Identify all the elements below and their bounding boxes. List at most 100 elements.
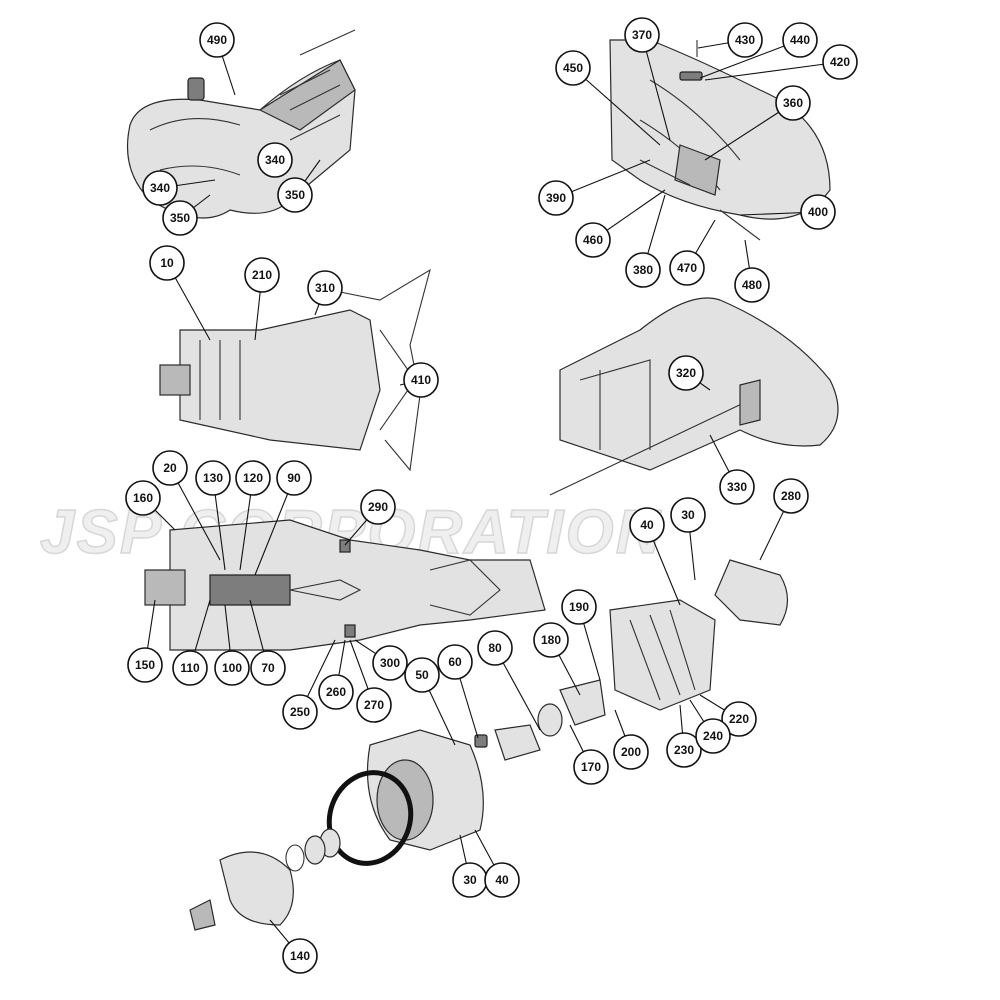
callout-number: 350 <box>170 211 190 225</box>
callout-number: 360 <box>783 96 803 110</box>
callout-270: 270 <box>356 687 392 723</box>
callout-190: 190 <box>561 589 597 625</box>
callout-160: 160 <box>125 480 161 516</box>
callout-number: 410 <box>411 373 431 387</box>
callout-number: 340 <box>150 181 170 195</box>
callout-number: 40 <box>495 873 509 887</box>
callout-220: 220 <box>721 701 757 737</box>
callout-number: 280 <box>781 489 801 503</box>
callout-410: 410 <box>403 362 439 398</box>
callout-330: 330 <box>719 469 755 505</box>
callout-number: 110 <box>180 661 200 675</box>
callout-310: 310 <box>307 270 343 306</box>
callout-210: 210 <box>244 257 280 293</box>
callout-labels: 490 340 340 350 350 10 210 310 410 20 130 120 90 160 2… <box>125 17 858 974</box>
callout-360: 360 <box>775 85 811 121</box>
callout-430: 430 <box>727 22 763 58</box>
callout-number: 30 <box>463 873 477 887</box>
callout-300: 300 <box>372 645 408 681</box>
callout-440: 440 <box>782 22 818 58</box>
callout-250: 250 <box>282 694 318 730</box>
callout-number: 390 <box>546 191 566 205</box>
callout-490: 490 <box>199 22 235 58</box>
callout-number: 470 <box>677 261 697 275</box>
callout-number: 440 <box>790 33 810 47</box>
callout-450: 450 <box>555 50 591 86</box>
callout-number: 130 <box>203 471 223 485</box>
callout-number: 170 <box>581 760 601 774</box>
callout-number: 100 <box>222 661 242 675</box>
leader-line-440 <box>699 39 801 79</box>
callout-number: 200 <box>621 745 641 759</box>
callout-30: 30 <box>452 862 488 898</box>
leader-line-450 <box>572 67 661 146</box>
callout-number: 490 <box>207 33 227 47</box>
callout-30: 30 <box>670 497 706 533</box>
callout-number: 90 <box>287 471 301 485</box>
callout-80: 80 <box>477 630 513 666</box>
callout-number: 430 <box>735 33 755 47</box>
callout-number: 20 <box>163 461 177 475</box>
callout-200: 200 <box>613 734 649 770</box>
callout-340: 340 <box>142 170 178 206</box>
callout-number: 160 <box>133 491 153 505</box>
callout-350: 350 <box>162 200 198 236</box>
callout-50: 50 <box>404 657 440 693</box>
callout-number: 220 <box>729 712 749 726</box>
callout-340: 340 <box>257 142 293 178</box>
callout-460: 460 <box>575 222 611 258</box>
pump-assembly-top-view <box>159 268 431 472</box>
callout-260: 260 <box>318 674 354 710</box>
callout-number: 150 <box>135 658 155 672</box>
callout-20: 20 <box>152 450 188 486</box>
callout-number: 370 <box>632 28 652 42</box>
callout-number: 330 <box>727 480 747 494</box>
callout-number: 70 <box>261 661 275 675</box>
callout-number: 250 <box>290 705 310 719</box>
callout-number: 350 <box>285 188 305 202</box>
callout-150: 150 <box>127 647 163 683</box>
callout-180: 180 <box>533 622 569 658</box>
steering-gate-assembly <box>549 297 839 496</box>
callout-number: 120 <box>243 471 263 485</box>
callout-170: 170 <box>573 749 609 785</box>
callout-number: 480 <box>742 278 762 292</box>
callout-number: 140 <box>290 949 310 963</box>
callout-110: 110 <box>172 650 208 686</box>
leader-line-370 <box>641 34 671 141</box>
callout-370: 370 <box>624 17 660 53</box>
callout-400: 400 <box>800 194 836 230</box>
callout-230: 230 <box>666 732 702 768</box>
callout-60: 60 <box>437 644 473 680</box>
callout-number: 310 <box>315 281 335 295</box>
callout-number: 10 <box>160 256 174 270</box>
callout-number: 290 <box>368 500 388 514</box>
callout-470: 470 <box>669 250 705 286</box>
callout-number: 210 <box>252 268 272 282</box>
callout-350: 350 <box>277 177 313 213</box>
callout-390: 390 <box>538 180 574 216</box>
callout-100: 100 <box>214 650 250 686</box>
callout-number: 60 <box>448 655 462 669</box>
callout-130: 130 <box>195 460 231 496</box>
callout-290: 290 <box>360 489 396 525</box>
callout-40: 40 <box>484 862 520 898</box>
callout-number: 30 <box>681 508 695 522</box>
callout-280: 280 <box>773 478 809 514</box>
callout-number: 300 <box>380 656 400 670</box>
callout-70: 70 <box>250 650 286 686</box>
callout-number: 400 <box>808 205 828 219</box>
callout-number: 40 <box>640 518 654 532</box>
callout-number: 380 <box>633 263 653 277</box>
callout-number: 270 <box>364 698 384 712</box>
leader-line-420 <box>704 61 841 81</box>
callout-number: 450 <box>563 61 583 75</box>
callout-number: 180 <box>541 633 561 647</box>
callout-40: 40 <box>629 507 665 543</box>
callout-number: 230 <box>674 743 694 757</box>
callout-number: 320 <box>676 366 696 380</box>
callout-10: 10 <box>149 245 185 281</box>
callout-number: 260 <box>326 685 346 699</box>
callout-380: 380 <box>625 252 661 288</box>
